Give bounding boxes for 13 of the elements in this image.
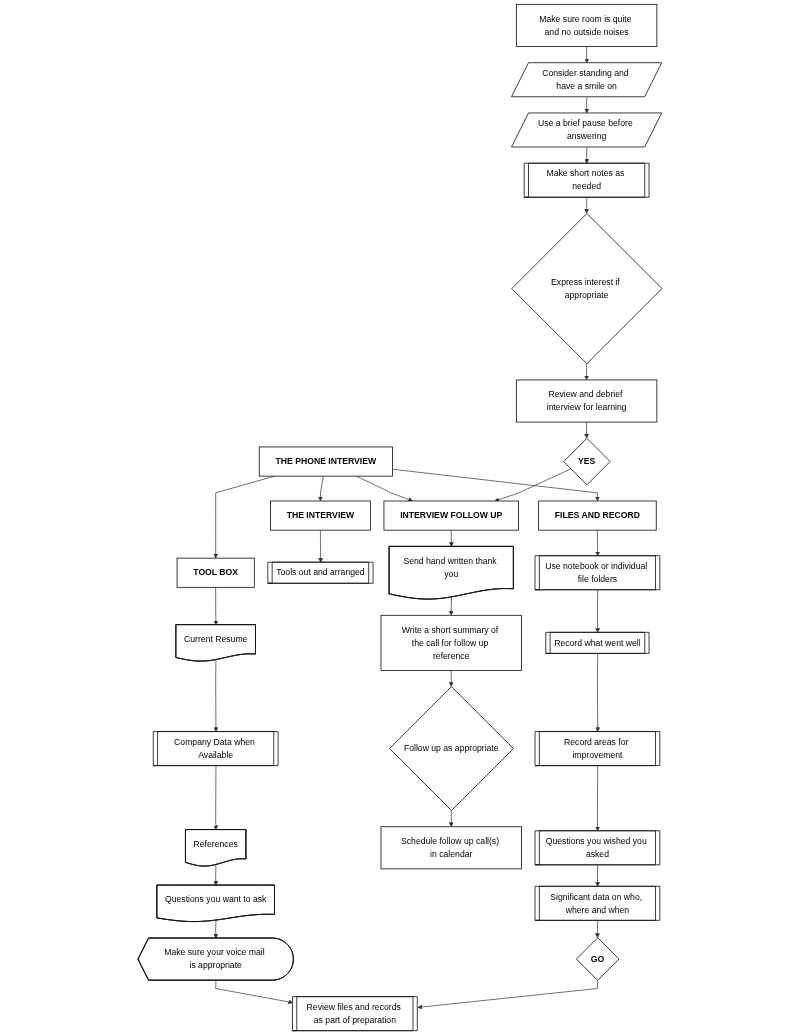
node-box: Make sure room is quite and no outside noises xyxy=(515,3,658,47)
node-box: THE INTERVIEW xyxy=(270,500,371,531)
node-diamond: Express interest if appropriate xyxy=(511,213,663,365)
node-box: FILES AND RECORD xyxy=(538,500,657,531)
node-box: INTERVIEW FOLLOW UP xyxy=(383,500,519,531)
node-diamond: Follow up as appropriate xyxy=(389,686,514,811)
node-box: Schedule follow up call(s) in calendar xyxy=(380,826,522,870)
node-diamond: YES xyxy=(563,437,611,486)
node-box: TOOL BOX xyxy=(176,557,255,588)
node-box: Review and debrief interview for learning xyxy=(515,379,658,423)
node-diamond: GO xyxy=(575,937,620,981)
node-box: Write a short summary of the call for follow up reference xyxy=(380,614,522,671)
node-box: THE PHONE INTERVIEW xyxy=(258,446,393,477)
